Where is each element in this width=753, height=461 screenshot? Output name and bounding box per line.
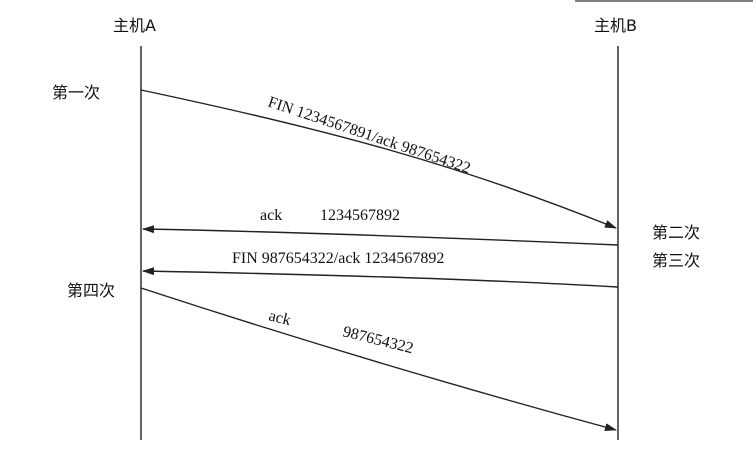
message-1-label: FIN 1234567891/ack 987654322 <box>266 94 473 178</box>
message-3-arrow <box>142 267 619 288</box>
message-3-label: FIN 987654322/ack 1234567892 <box>232 250 444 267</box>
step-fourth-label: 第四次 <box>67 281 115 300</box>
step-second-label: 第二次 <box>652 223 700 242</box>
message-4-label-seq: 987654322 <box>341 323 415 357</box>
host-a-label: 主机A <box>113 16 156 35</box>
message-4-label-ack: ack <box>267 307 293 329</box>
host-b-label: 主机B <box>594 16 637 35</box>
message-4-arrow <box>140 287 617 431</box>
message-1-arrow <box>140 89 617 229</box>
step-third-label: 第三次 <box>652 251 700 270</box>
step-first-label: 第一次 <box>52 83 100 102</box>
message-2-label-ack: ack <box>260 207 282 224</box>
message-2-arrow <box>142 225 619 246</box>
message-2-label-seq: 1234567892 <box>320 207 400 224</box>
